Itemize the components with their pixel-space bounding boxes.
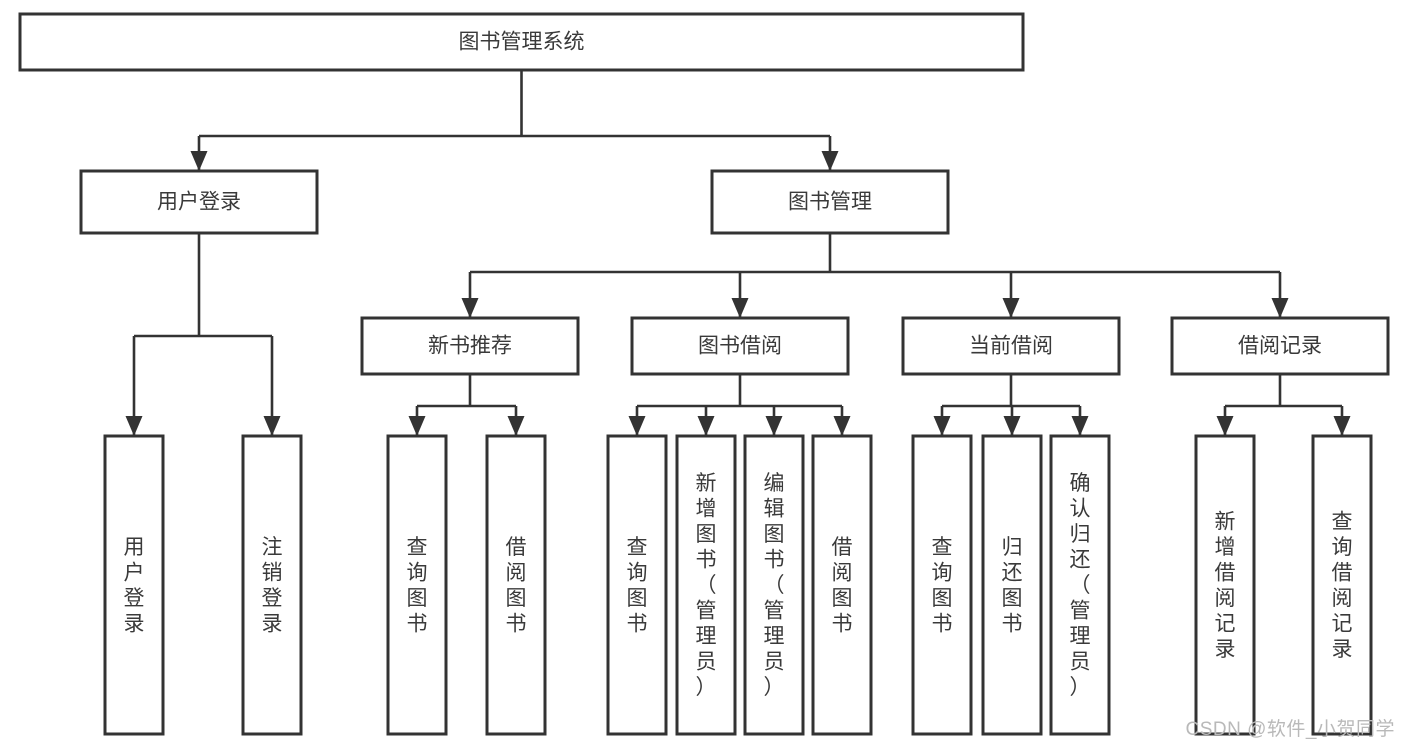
node-label-leaf-confirm-return-admin: 确认归还（管理员） [1070, 472, 1091, 699]
arrow-head-borrow-record [1271, 298, 1289, 318]
node-label-leaf-query-book-borrow: 查询图书 [627, 536, 648, 636]
node-box-leaf-query-book-borrow [606, 434, 668, 736]
node-box-borrow-record [1170, 316, 1390, 376]
node-leaf-edit-book-admin[interactable]: 编辑图书（管理员） [743, 434, 805, 736]
node-new-book-recommend[interactable]: 新书推荐 [360, 316, 580, 376]
node-box-leaf-add-borrow-record [1194, 434, 1256, 736]
node-leaf-query-borrow-record[interactable]: 查询借阅记录 [1311, 434, 1373, 736]
nodes-layer: 图书管理系统用户登录图书管理新书推荐图书借阅当前借阅借阅记录用户登录注销登录查询… [18, 12, 1390, 736]
arrow-head-leaf-add-borrow-record [1216, 416, 1234, 436]
node-leaf-return-book[interactable]: 归还图书 [981, 434, 1043, 736]
node-leaf-query-book-current[interactable]: 查询图书 [911, 434, 973, 736]
node-leaf-confirm-return-admin[interactable]: 确认归还（管理员） [1049, 434, 1111, 736]
arrow-head-leaf-add-book-admin [697, 416, 715, 436]
node-leaf-add-book-admin[interactable]: 新增图书（管理员） [675, 434, 737, 736]
node-box-book-borrow [630, 316, 850, 376]
node-label-book-management: 图书管理 [788, 191, 872, 214]
node-book-borrow[interactable]: 图书借阅 [630, 316, 850, 376]
arrow-head-current-borrow [1002, 298, 1020, 318]
node-box-new-book-recommend [360, 316, 580, 376]
node-box-leaf-add-book-admin [675, 434, 737, 736]
arrow-head-leaf-borrow-book-rec [507, 416, 525, 436]
node-box-leaf-query-book-current [911, 434, 973, 736]
node-box-leaf-confirm-return-admin [1049, 434, 1111, 736]
node-label-leaf-user-login: 用户登录 [124, 536, 145, 636]
arrow-head-leaf-query-book-borrow [628, 416, 646, 436]
arrow-head-leaf-user-login [125, 416, 143, 436]
arrow-head-leaf-confirm-return-admin [1071, 416, 1089, 436]
node-box-leaf-query-borrow-record [1311, 434, 1373, 736]
node-borrow-record[interactable]: 借阅记录 [1170, 316, 1390, 376]
node-user-login[interactable]: 用户登录 [79, 169, 319, 235]
node-label-leaf-return-book: 归还图书 [1002, 536, 1023, 636]
arrow-head-book-borrow [731, 298, 749, 318]
node-root[interactable]: 图书管理系统 [18, 12, 1025, 72]
node-label-leaf-logout: 注销登录 [262, 536, 283, 636]
node-label-user-login: 用户登录 [157, 191, 241, 214]
node-leaf-query-book-rec[interactable]: 查询图书 [386, 434, 448, 736]
node-label-leaf-add-book-admin: 新增图书（管理员） [696, 472, 717, 699]
arrow-head-new-book-recommend [461, 298, 479, 318]
node-box-leaf-borrow-book [811, 434, 873, 736]
arrow-head-leaf-query-borrow-record [1333, 416, 1351, 436]
node-book-management[interactable]: 图书管理 [710, 169, 950, 235]
node-label-leaf-add-borrow-record: 新增借阅记录 [1215, 510, 1236, 661]
arrow-head-leaf-logout [263, 416, 281, 436]
node-box-current-borrow [901, 316, 1121, 376]
arrow-head-leaf-borrow-book [833, 416, 851, 436]
arrow-head-leaf-edit-book-admin [765, 416, 783, 436]
node-box-leaf-logout [241, 434, 303, 736]
node-box-leaf-return-book [981, 434, 1043, 736]
arrow-head-leaf-query-book-current [933, 416, 951, 436]
node-box-leaf-query-book-rec [386, 434, 448, 736]
node-label-leaf-borrow-book: 借阅图书 [832, 536, 853, 636]
node-leaf-borrow-book[interactable]: 借阅图书 [811, 434, 873, 736]
node-box-leaf-user-login [103, 434, 165, 736]
arrow-head-user-login [190, 151, 208, 171]
node-box-leaf-edit-book-admin [743, 434, 805, 736]
node-label-new-book-recommend: 新书推荐 [428, 335, 512, 358]
node-box-leaf-borrow-book-rec [485, 434, 547, 736]
node-label-leaf-query-borrow-record: 查询借阅记录 [1332, 510, 1353, 661]
node-box-user-login [79, 169, 319, 235]
node-leaf-borrow-book-rec[interactable]: 借阅图书 [485, 434, 547, 736]
node-label-leaf-query-book-rec: 查询图书 [407, 536, 428, 636]
node-leaf-user-login[interactable]: 用户登录 [103, 434, 165, 736]
arrow-head-leaf-query-book-rec [408, 416, 426, 436]
watermark-label: CSDN @软件_小贺同学 [1185, 719, 1395, 740]
node-label-book-borrow: 图书借阅 [698, 335, 782, 358]
connectors-layer [125, 70, 1351, 436]
node-label-borrow-record: 借阅记录 [1238, 335, 1322, 358]
node-label-leaf-query-book-current: 查询图书 [932, 536, 953, 636]
node-box-root [18, 12, 1025, 72]
arrow-head-book-management [821, 151, 839, 171]
node-label-leaf-borrow-book-rec: 借阅图书 [506, 536, 527, 636]
node-label-leaf-edit-book-admin: 编辑图书（管理员） [764, 472, 785, 699]
node-leaf-add-borrow-record[interactable]: 新增借阅记录 [1194, 434, 1256, 736]
node-box-book-management [710, 169, 950, 235]
node-label-root: 图书管理系统 [459, 31, 585, 54]
node-leaf-logout[interactable]: 注销登录 [241, 434, 303, 736]
node-leaf-query-book-borrow[interactable]: 查询图书 [606, 434, 668, 736]
arrow-head-leaf-return-book [1003, 416, 1021, 436]
node-current-borrow[interactable]: 当前借阅 [901, 316, 1121, 376]
node-label-current-borrow: 当前借阅 [969, 335, 1053, 358]
